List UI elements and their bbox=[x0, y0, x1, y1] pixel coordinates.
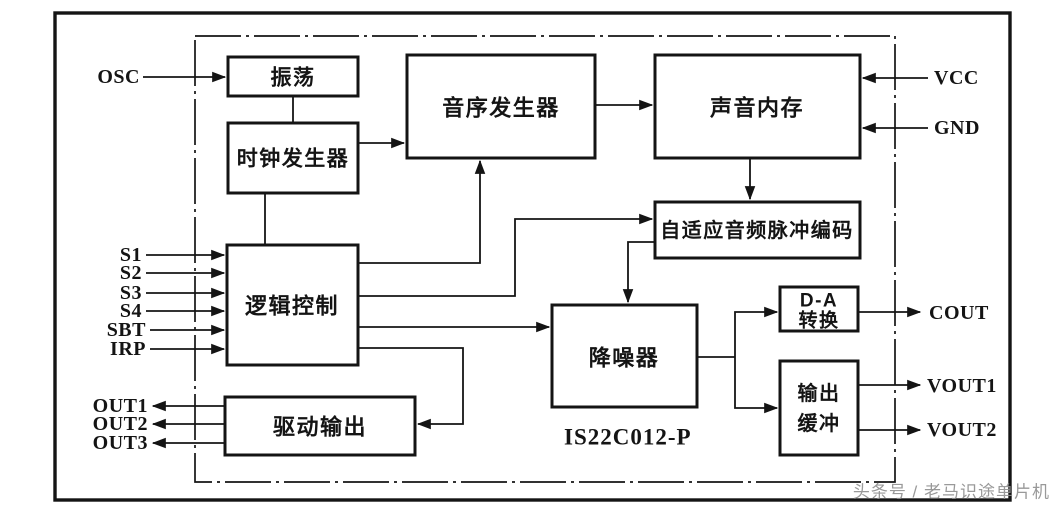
pin-out3: OUT3 bbox=[93, 432, 148, 454]
logic-control-label: 逻辑控制 bbox=[245, 294, 339, 319]
noise-reducer-box bbox=[550, 303, 699, 409]
pin-gnd: GND bbox=[934, 117, 980, 139]
pin-s2: S2 bbox=[120, 262, 142, 284]
wires bbox=[143, 71, 928, 449]
noise-reducer-label: 降噪器 bbox=[589, 346, 660, 371]
adpcm-label: 自适应音频脉冲编码 bbox=[660, 218, 854, 242]
watermark-text: 头条号 / 老马识途单片机 bbox=[853, 483, 1050, 502]
wire-branch-to-da bbox=[734, 306, 779, 357]
output-buffer-label-line1: 输出 bbox=[798, 381, 841, 405]
tone-sequencer-label: 音序发生器 bbox=[442, 96, 560, 121]
pin-s4: S4 bbox=[120, 300, 142, 322]
chip-name-label: IS22C012-P bbox=[564, 425, 692, 450]
pin-s1: S1 bbox=[120, 244, 142, 266]
da-converter-label-line1: D-A bbox=[800, 291, 838, 312]
blocks bbox=[223, 53, 862, 457]
pin-s3: S3 bbox=[120, 282, 142, 304]
block-labels: 振荡 时钟发生器 音序发生器 声音内存 自适应音频脉冲编码 逻辑控制 降噪器 D… bbox=[237, 67, 854, 440]
pin-osc: OSC bbox=[97, 66, 140, 88]
drive-output-label: 驱动输出 bbox=[273, 415, 367, 440]
pin-vcc: VCC bbox=[934, 67, 979, 89]
sound-memory-box bbox=[653, 53, 862, 160]
wire-branch-to-buffer bbox=[734, 357, 779, 414]
pin-out2: OUT2 bbox=[93, 413, 148, 435]
clock-generator-box bbox=[226, 121, 360, 195]
pin-out1: OUT1 bbox=[93, 395, 148, 417]
oscillator-label: 振荡 bbox=[271, 67, 316, 90]
wire-logic-to-drive-output bbox=[358, 347, 464, 430]
pin-vout1: VOUT1 bbox=[927, 375, 997, 397]
pin-labels: OSC S1 S2 S3 S4 SBT IRP OUT1 OUT2 OUT3 V… bbox=[93, 66, 997, 454]
drive-output-box bbox=[223, 395, 417, 457]
wire-adpcm-to-noise-reducer bbox=[622, 241, 655, 304]
logic-control-box bbox=[225, 243, 360, 367]
da-converter-label-line2: 转换 bbox=[798, 309, 839, 332]
wire-logic-to-adpcm bbox=[358, 213, 654, 297]
output-buffer-box bbox=[778, 359, 860, 457]
output-buffer-label-line2: 缓冲 bbox=[798, 411, 841, 435]
da-converter-box bbox=[778, 285, 860, 333]
chip-boundary-dashdot bbox=[194, 35, 896, 483]
tone-sequencer-box bbox=[405, 53, 597, 160]
outer-border bbox=[53, 11, 1012, 502]
adpcm-box bbox=[653, 200, 862, 260]
oscillator-box bbox=[226, 55, 360, 98]
pin-irp: IRP bbox=[110, 338, 146, 360]
wire-logic-to-sequencer bbox=[358, 159, 486, 264]
clock-generator-label: 时钟发生器 bbox=[237, 147, 350, 171]
pin-sbt: SBT bbox=[107, 319, 146, 341]
sound-memory-label: 声音内存 bbox=[709, 96, 804, 121]
pin-vout2: VOUT2 bbox=[927, 419, 997, 441]
pin-cout: COUT bbox=[929, 302, 989, 324]
